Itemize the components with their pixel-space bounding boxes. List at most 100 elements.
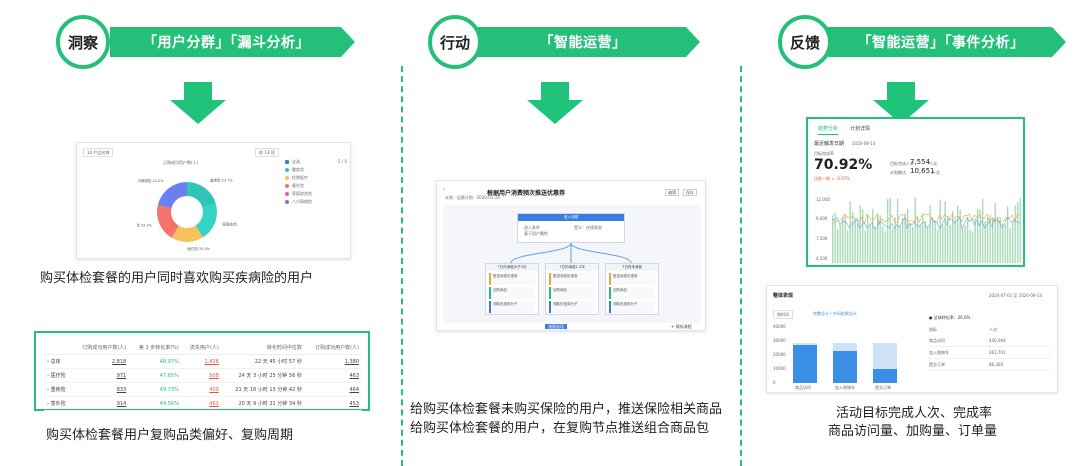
table-cell: 22 天 45 小时 57 秒 bbox=[221, 354, 305, 369]
table-header-cell bbox=[44, 341, 73, 355]
flow-card: 根据用户消费频次推送优惠券 计划 · 运营计划 · 2020-01-14 ‹ 编… bbox=[436, 180, 706, 331]
legend-dot-icon bbox=[285, 175, 289, 180]
flow-branch-node[interactable]: 7日内消费1-3次推送消息优惠券加购商品领取优惠券分子 bbox=[545, 263, 599, 315]
flow-subtitle: 计划 · 运营计划 · 2020-01-14 bbox=[445, 195, 500, 200]
legend-label: 意外险 bbox=[292, 183, 304, 188]
metric-trend-chart bbox=[832, 197, 1021, 263]
back-icon[interactable]: ‹ bbox=[443, 186, 446, 193]
metric-bar bbox=[859, 204, 861, 263]
donut-slice[interactable] bbox=[187, 182, 216, 208]
flow-step[interactable]: 加购商品 bbox=[609, 287, 655, 299]
funnel-ytick-3: 20000 bbox=[773, 352, 786, 357]
metric-bar bbox=[952, 211, 954, 263]
metric-right1-unit: 人次 bbox=[929, 161, 937, 166]
donut-legend-item[interactable]: 八爪网络险 bbox=[285, 199, 347, 204]
metric-bar bbox=[847, 230, 849, 263]
table-cell: 508 bbox=[181, 368, 222, 383]
flow-root-node[interactable]: 进入流程 进入条件 基于用户属性 受众：在线状态 bbox=[517, 213, 625, 243]
flow-branch-node[interactable]: 7日内未消费推送消息优惠券加购商品领取优惠券分子 bbox=[605, 263, 659, 315]
metric-right2-label: 计划触达 bbox=[890, 170, 906, 175]
flow-branch-node[interactable]: 7日内消费大于3次推送消息优惠券加购商品领取优惠券分子 bbox=[485, 263, 539, 315]
funnel-list-divider bbox=[927, 358, 1051, 359]
metric-bar bbox=[954, 218, 956, 263]
metric-bar bbox=[919, 224, 921, 263]
metric-bar bbox=[904, 213, 906, 263]
donut-legend-item[interactable]: 家庭综合险 bbox=[285, 191, 347, 196]
metric-ytick-1: 12,000 bbox=[816, 197, 830, 202]
donut-slice[interactable] bbox=[157, 204, 179, 238]
table-cell: 833 bbox=[72, 382, 130, 397]
donut-toolbar-left[interactable]: 14 产品名称 bbox=[83, 148, 114, 157]
donut-slice-label: 重疾险 23.7% bbox=[210, 178, 233, 183]
donut-slice-label: 家庭综合险 23.4% bbox=[222, 222, 237, 227]
funnel-list-key: 商品访问 bbox=[929, 338, 945, 343]
legend-dot-icon bbox=[285, 191, 289, 196]
metric-bar bbox=[834, 212, 836, 263]
metric-bar bbox=[882, 226, 884, 263]
insight-ribbon: 「用户分群」「漏斗分析」 bbox=[110, 27, 355, 57]
funnel-selector[interactable]: 按时间 bbox=[773, 310, 793, 319]
legend-dot-icon bbox=[285, 199, 289, 204]
flow-root-item-2: 基于用户属性 bbox=[524, 231, 548, 236]
funnel-bar[interactable] bbox=[833, 350, 857, 383]
metric-rate-label: 目标完成率 bbox=[814, 151, 834, 156]
table-cell: 49.56% bbox=[129, 396, 182, 411]
funnel-date-range[interactable]: 2020-07-01 至 2020-09-14 bbox=[989, 293, 1043, 298]
funnel-list-head-v: 人次 bbox=[989, 327, 997, 332]
metric-ytick-2: 9,000 bbox=[816, 216, 828, 221]
flow-root-item-3: 受众：在线状态 bbox=[574, 225, 602, 230]
metric-bar bbox=[892, 228, 894, 263]
table-cell: 914 bbox=[72, 396, 130, 411]
flow-step[interactable]: 推送消息优惠券 bbox=[609, 273, 655, 285]
action-circle: 行动 bbox=[428, 15, 482, 69]
metric-bar bbox=[972, 231, 974, 263]
donut-legend-item[interactable]: 住院医疗 bbox=[285, 175, 347, 180]
flow-connectors bbox=[510, 242, 632, 264]
flow-step[interactable]: 加购商品 bbox=[549, 287, 595, 299]
table-cell: 1,380 bbox=[304, 354, 362, 369]
donut-slice[interactable] bbox=[195, 203, 217, 238]
metric-bar bbox=[894, 217, 896, 263]
insight-circle: 洞察 bbox=[56, 15, 110, 69]
metric-tab-detail[interactable]: 计划详情 bbox=[850, 126, 871, 132]
donut-slice[interactable] bbox=[171, 225, 203, 242]
metric-bar bbox=[1017, 202, 1019, 263]
funnel-list-key: 提交订单 bbox=[929, 362, 945, 367]
flow-save-button[interactable]: 保存 bbox=[683, 189, 697, 196]
donut-legend-item[interactable]: 意外险 bbox=[285, 183, 347, 188]
flow-step[interactable]: 领取优惠券分子 bbox=[489, 301, 535, 313]
table-cell: › 重疾险 bbox=[44, 382, 73, 397]
donut-legend-head[interactable]: 全选 5 / 5 bbox=[285, 159, 347, 164]
donut-toolbar-right[interactable]: 前 13 项 bbox=[255, 148, 279, 157]
funnel-x-label: 商品访问 bbox=[795, 385, 811, 390]
metric-tab-trend[interactable]: 趋势分析 bbox=[818, 125, 839, 135]
metric-bar bbox=[964, 224, 966, 263]
funnel-bar[interactable] bbox=[793, 345, 817, 383]
metric-bar bbox=[949, 224, 951, 263]
flow-step[interactable]: 推送消息优惠券 bbox=[549, 273, 595, 285]
flow-step[interactable]: 领取优惠券分子 bbox=[609, 301, 655, 313]
metric-bar bbox=[979, 209, 981, 263]
flow-step[interactable]: 加购商品 bbox=[489, 287, 535, 299]
metric-bar bbox=[1014, 205, 1016, 263]
donut-slice[interactable] bbox=[157, 182, 187, 209]
metric-delta: 比前一周 ↓ -4.07% bbox=[814, 176, 851, 181]
checkbox-icon[interactable] bbox=[285, 159, 289, 164]
flow-footer-right[interactable]: + 保存流程 bbox=[671, 324, 692, 329]
flow-footer-left[interactable]: 流程选项 bbox=[545, 324, 567, 329]
flow-step[interactable]: 推送消息优惠券 bbox=[489, 273, 535, 285]
table-cell: 461 bbox=[181, 396, 222, 411]
table-header-cell: 转化时间中位数 bbox=[221, 341, 305, 355]
funnel-table: 订购成功用户数(人)第 1 步转化率(%)流失用户(人)转化时间中位数订购成功用… bbox=[44, 341, 362, 411]
metric-bar bbox=[897, 198, 899, 263]
donut-legend-item[interactable]: 重疾险 bbox=[285, 167, 347, 172]
flow-step[interactable]: 领取优惠券分子 bbox=[549, 301, 595, 313]
feedback-down-arrow-icon bbox=[873, 82, 929, 124]
flow-edit-button[interactable]: 编辑 bbox=[665, 189, 679, 196]
funnel-bar[interactable] bbox=[873, 369, 897, 383]
metric-bar bbox=[842, 217, 844, 263]
